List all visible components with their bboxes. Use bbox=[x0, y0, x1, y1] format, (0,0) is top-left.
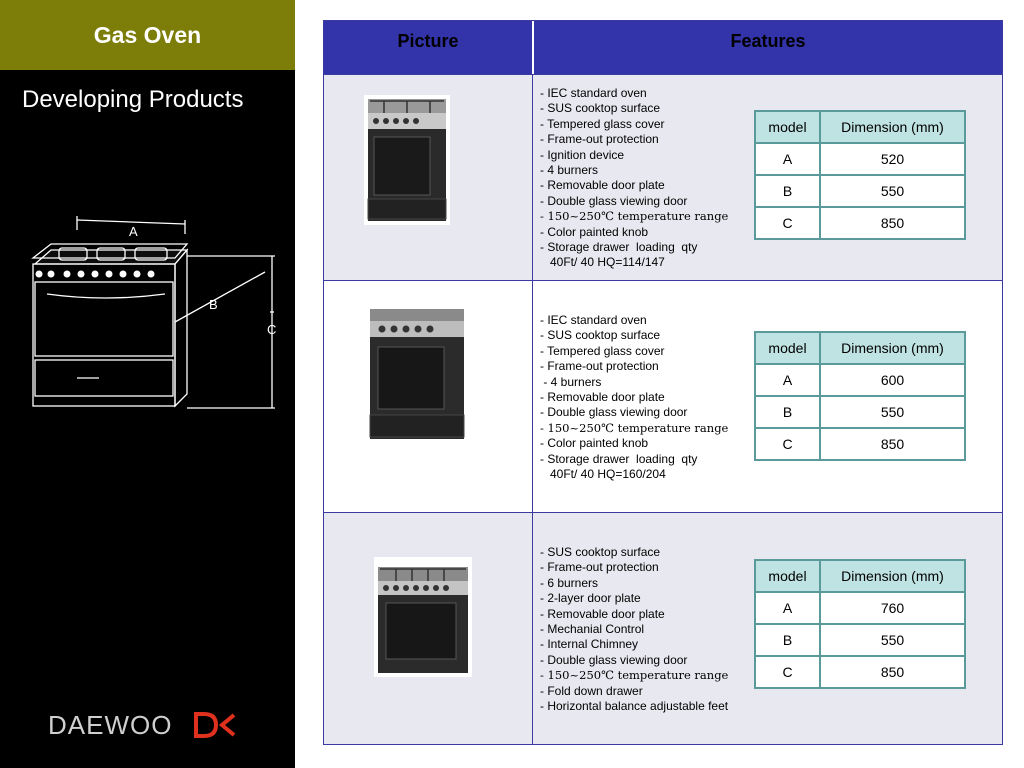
dim-header-model: model bbox=[754, 331, 821, 365]
features-list: - IEC standard oven - SUS cooktop surfac… bbox=[540, 86, 728, 271]
feature-item: 40Ft/ 40 HQ=160/204 bbox=[540, 467, 666, 482]
feature-item: - Color painted knob bbox=[540, 436, 649, 451]
oven-image bbox=[374, 557, 472, 677]
picture-cell bbox=[324, 513, 533, 744]
feature-item: - Frame-out protection bbox=[540, 560, 659, 575]
picture-cell bbox=[324, 75, 533, 280]
feature-item: - Double glass viewing door bbox=[540, 405, 688, 420]
product-row: - SUS cooktop surface - Frame-out protec… bbox=[324, 512, 1002, 744]
feature-item: - Internal Chimney bbox=[540, 637, 639, 652]
feature-item: - Frame-out protection bbox=[540, 132, 659, 147]
dim-value: 550 bbox=[819, 395, 966, 429]
dim-model: C bbox=[754, 427, 821, 461]
dim-model: C bbox=[754, 655, 821, 689]
picture-cell bbox=[324, 281, 533, 512]
dimension-label-a: A bbox=[129, 224, 138, 239]
dim-header-model: model bbox=[754, 559, 821, 593]
feature-item: 40Ft/ 40 HQ=114/147 bbox=[540, 255, 665, 270]
feature-item: - SUS cooktop surface bbox=[540, 101, 661, 116]
dim-model: A bbox=[754, 363, 821, 397]
dim-model: C bbox=[754, 206, 821, 240]
feature-item: - 150~250℃ temperature range bbox=[540, 668, 729, 683]
oven-dimension-diagram: A B C bbox=[31, 216, 276, 409]
page-subtitle: Developing Products bbox=[22, 86, 244, 113]
dim-header-model: model bbox=[754, 110, 821, 144]
features-cell: - SUS cooktop surface - Frame-out protec… bbox=[534, 513, 1002, 744]
feature-item: - IEC standard oven bbox=[540, 313, 647, 327]
dim-value: 760 bbox=[819, 591, 966, 625]
product-row: - IEC standard oven - SUS cooktop surfac… bbox=[324, 74, 1002, 280]
product-row: - IEC standard oven - SUS cooktop surfac… bbox=[324, 280, 1002, 512]
feature-item: - SUS cooktop surface bbox=[540, 545, 661, 559]
oven-image bbox=[364, 95, 450, 225]
dim-header-dimension: Dimension (mm) bbox=[819, 110, 966, 144]
feature-item: - 4 burners bbox=[540, 163, 599, 178]
dim-value: 550 bbox=[819, 174, 966, 208]
feature-item: - Double glass viewing door bbox=[540, 193, 688, 208]
dim-value: 600 bbox=[819, 363, 966, 397]
dim-header-dimension: Dimension (mm) bbox=[819, 559, 966, 593]
feature-item: - Horizontal balance adjustable feet bbox=[540, 699, 729, 714]
features-cell: - IEC standard oven - SUS cooktop surfac… bbox=[534, 281, 1002, 512]
features-list: - IEC standard oven - SUS cooktop surfac… bbox=[540, 313, 728, 482]
feature-item: - Removable door plate bbox=[540, 390, 665, 405]
header-features: Features bbox=[534, 21, 1002, 74]
feature-item: - 2-layer door plate bbox=[540, 591, 641, 606]
oven-image bbox=[366, 305, 468, 443]
feature-item: - Tempered glass cover bbox=[540, 116, 665, 131]
dim-model: B bbox=[754, 395, 821, 429]
sidebar: Gas Oven Developing Products bbox=[0, 0, 295, 768]
feature-item: - Storage drawer loading qty bbox=[540, 240, 698, 255]
dim-model: A bbox=[754, 591, 821, 625]
feature-item: - SUS cooktop surface bbox=[540, 328, 661, 343]
dim-value: 850 bbox=[819, 427, 966, 461]
feature-item: - Frame-out protection bbox=[540, 359, 659, 374]
feature-item: - 150~250℃ temperature range bbox=[540, 420, 729, 435]
feature-item: - Tempered glass cover bbox=[540, 343, 665, 358]
page-title: Gas Oven bbox=[93, 22, 202, 48]
header-picture: Picture bbox=[324, 21, 533, 74]
dim-value: 850 bbox=[819, 655, 966, 689]
feature-item: - Removable door plate bbox=[540, 606, 665, 621]
feature-item: - Removable door plate bbox=[540, 178, 665, 193]
dim-value: 550 bbox=[819, 623, 966, 657]
title-bar bbox=[0, 0, 295, 70]
dim-value: 850 bbox=[819, 206, 966, 240]
feature-item: - 6 burners bbox=[540, 575, 599, 590]
feature-item: - IEC standard oven bbox=[540, 86, 647, 100]
dim-header-dimension: Dimension (mm) bbox=[819, 331, 966, 365]
feature-item: - Color painted knob bbox=[540, 224, 649, 239]
feature-item: - 4 burners bbox=[540, 374, 602, 389]
feature-item: - Ignition device bbox=[540, 147, 625, 162]
dim-value: 520 bbox=[819, 142, 966, 176]
dim-model: B bbox=[754, 174, 821, 208]
feature-item: - Double glass viewing door bbox=[540, 652, 688, 667]
feature-item: - Fold down drawer bbox=[540, 683, 643, 698]
features-list: - SUS cooktop surface - Frame-out protec… bbox=[540, 545, 728, 714]
dimension-label-b: B bbox=[209, 297, 218, 312]
feature-item: - Storage drawer loading qty bbox=[540, 451, 698, 466]
dim-model: A bbox=[754, 142, 821, 176]
features-cell: - IEC standard oven - SUS cooktop surfac… bbox=[534, 75, 1002, 280]
feature-item: - 150~250℃ temperature range bbox=[540, 209, 729, 224]
logo-text: DAEWOO bbox=[48, 710, 172, 740]
product-table: Picture Features - IEC standard oven - S… bbox=[323, 20, 1003, 745]
daewoo-logo: DAEWOO bbox=[48, 710, 236, 740]
dim-model: B bbox=[754, 623, 821, 657]
feature-item: - Mechanial Control bbox=[540, 622, 645, 637]
dimension-label-c: C bbox=[267, 322, 276, 337]
